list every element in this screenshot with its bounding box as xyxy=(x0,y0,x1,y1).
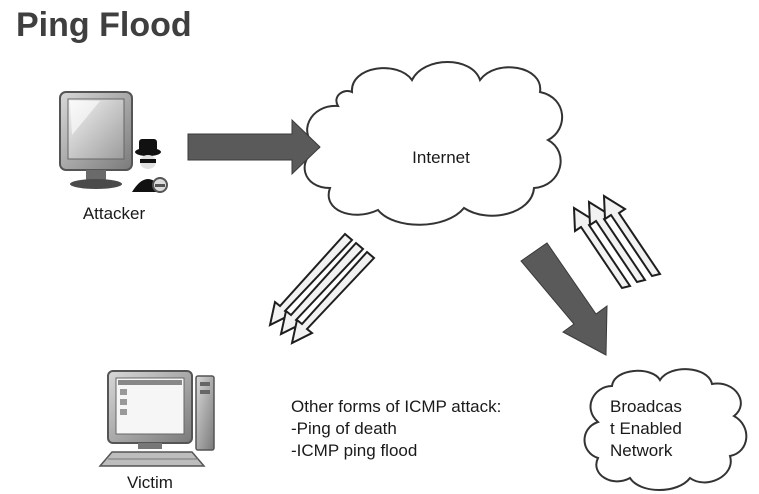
broadcast-network-cloud xyxy=(583,368,748,491)
notes-item: -Ping of death xyxy=(291,419,397,438)
broadcast-to-internet-arrows xyxy=(572,194,662,290)
page-title: Ping Flood xyxy=(16,6,192,44)
attacker-to-internet-arrow xyxy=(187,118,321,176)
broadcast-label-line: t Enabled xyxy=(610,419,682,438)
victim-computer-icon xyxy=(98,370,215,467)
internet-label: Internet xyxy=(412,148,470,167)
icmp-attack-notes: Other forms of ICMP attack: -Ping of dea… xyxy=(291,396,501,462)
broadcast-label-line: Broadcas xyxy=(610,397,682,416)
attacker-computer-icon xyxy=(59,91,168,193)
internet-to-broadcast-arrow xyxy=(520,242,608,356)
notes-heading: Other forms of ICMP attack: xyxy=(291,397,502,416)
internet-cloud xyxy=(303,61,563,226)
internet-to-victim-arrows xyxy=(268,232,376,345)
victim-label: Victim xyxy=(127,473,173,492)
broadcast-label-line: Network xyxy=(610,441,673,460)
notes-item: -ICMP ping flood xyxy=(291,441,418,460)
broadcast-network-label: Broadcas t Enabled Network xyxy=(610,396,720,462)
attacker-label: Attacker xyxy=(83,204,146,223)
